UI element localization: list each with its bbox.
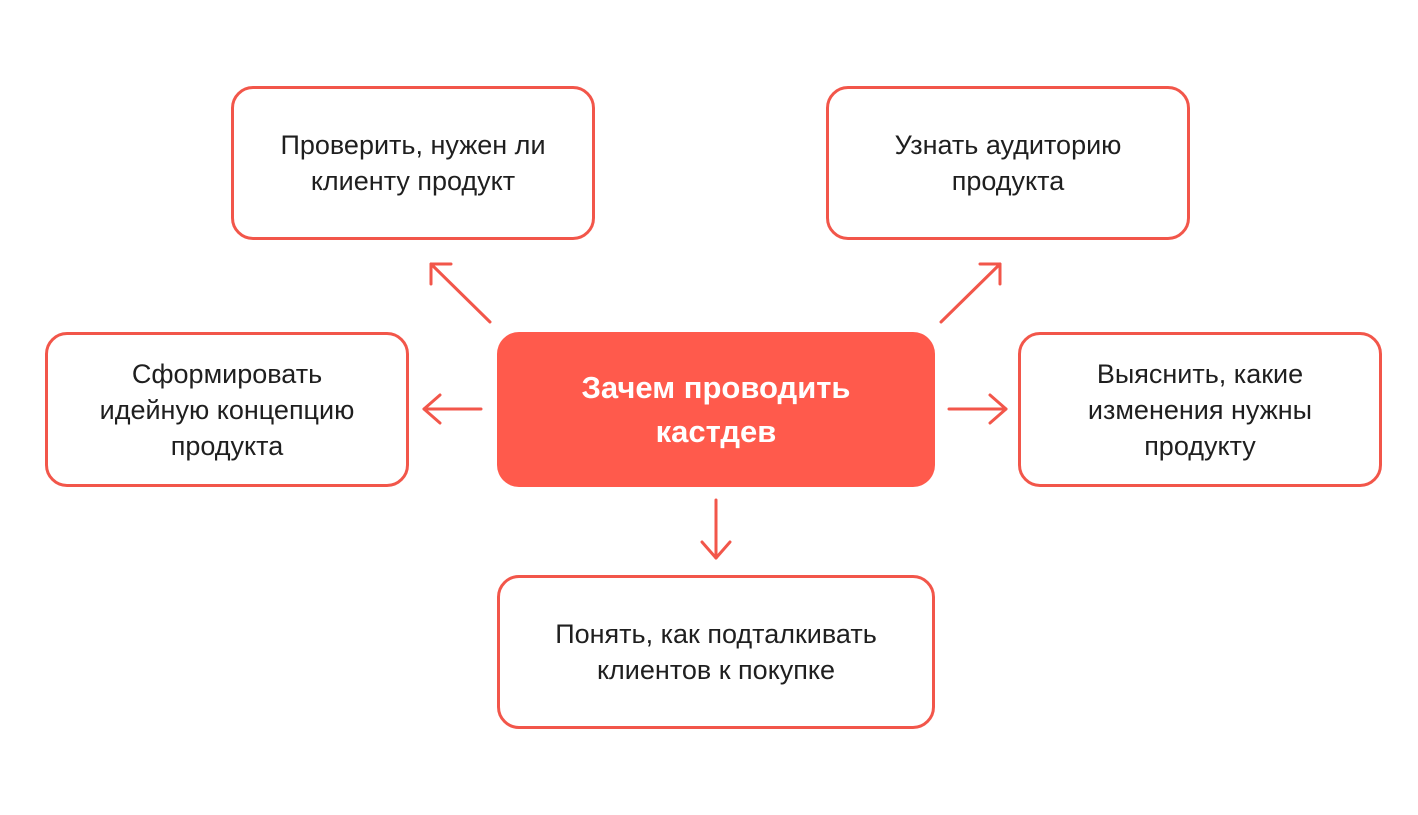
node-form-concept: Сформировать идейную концепцию продукта bbox=[45, 332, 409, 487]
node-find-changes: Выяснить, какие изменения нужны продукту bbox=[1018, 332, 1382, 487]
arrow-to-top-left bbox=[429, 262, 492, 324]
node-learn-audience: Узнать аудиторию продукта bbox=[826, 86, 1190, 240]
central-node: Зачем проводить кастдев bbox=[497, 332, 935, 487]
node-check-need: Проверить, нужен ли клиенту продукт bbox=[231, 86, 595, 240]
arrow-to-bottom bbox=[700, 498, 732, 560]
arrow-to-left bbox=[422, 393, 483, 425]
arrow-to-top-right bbox=[939, 262, 1002, 324]
arrow-to-right bbox=[947, 393, 1008, 425]
node-push-purchase: Понять, как подталкивать клиентов к поку… bbox=[497, 575, 935, 729]
